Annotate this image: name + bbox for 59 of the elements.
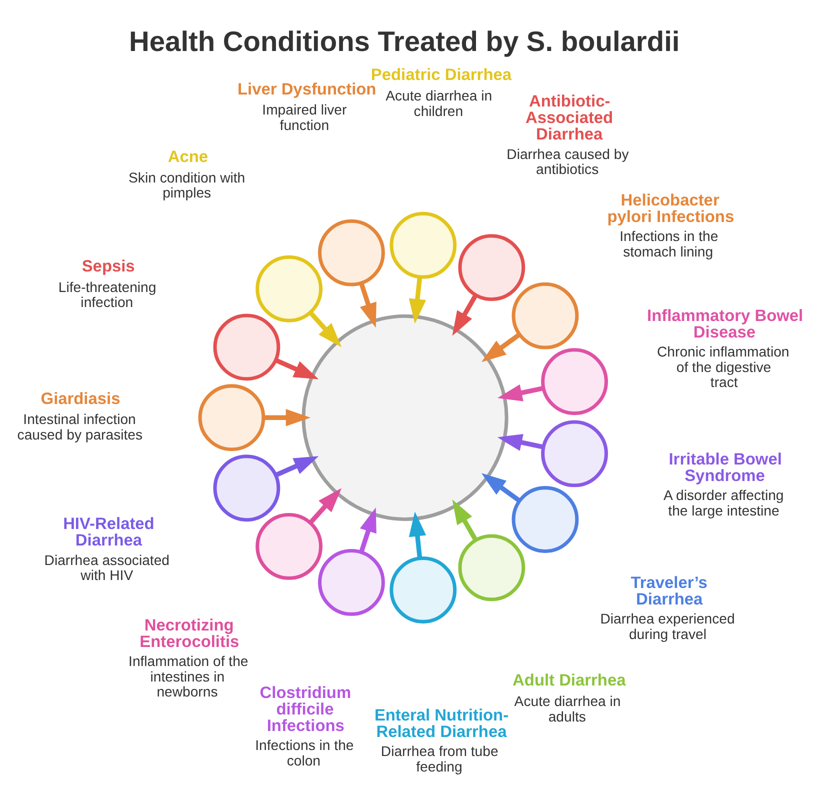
node-label: Inflammatory Bowel Disease	[647, 306, 804, 341]
arrow	[274, 456, 319, 477]
node-label: Adult Diarrhea	[512, 671, 626, 690]
node-circle	[541, 348, 608, 415]
arrow	[452, 293, 478, 336]
node-label: Helicobacter pylori Infections	[607, 190, 734, 226]
node-label: Antibiotic-Associated Diarrhea	[525, 92, 614, 144]
node-circle	[318, 218, 385, 286]
node-circle	[512, 486, 579, 552]
node-label: Enteral Nutrition-Related Diarrhea	[374, 706, 509, 740]
node-label: Acute diarrhea in adults	[514, 692, 621, 724]
node-circle	[512, 282, 579, 349]
node-circle	[213, 454, 280, 522]
node-label: Diarrhea from tube feeding	[380, 742, 498, 774]
node-label: Sepsis	[82, 256, 135, 275]
node-label: Giardiasis	[40, 389, 120, 408]
node-label: Traveler’s Diarrhea	[630, 574, 708, 608]
node-circle	[198, 384, 266, 451]
node-label: Chronic inflammation of the digestive tract	[657, 343, 790, 390]
node-circle	[458, 234, 526, 301]
arrow	[359, 506, 376, 552]
node-circle	[318, 548, 385, 616]
arrow	[481, 332, 521, 362]
node-label: Irritable Bowel Syndrome	[668, 450, 782, 484]
node-label: Clostridium difficile Infections	[260, 684, 352, 734]
arrow	[308, 488, 342, 524]
node-label: Acne	[168, 147, 208, 166]
arrow	[497, 433, 544, 450]
node-label: Impaired liver function	[262, 101, 347, 132]
node-circle	[458, 534, 526, 601]
node-label: Infections in the colon	[255, 736, 354, 768]
node-label: Diarrhea caused by antibiotics	[506, 145, 629, 177]
node-label: Diarrhea associated with HIV	[44, 551, 170, 583]
node-label: Life-threatening infection	[58, 278, 156, 310]
arrow	[497, 384, 544, 401]
node-circle	[256, 512, 323, 580]
node-label: Necrotizing Enterocolitis	[140, 616, 240, 650]
node-circle	[390, 556, 457, 623]
arrow	[264, 408, 311, 426]
diagram-title: Health Conditions Treated by S. boulardii	[129, 24, 680, 56]
node-label: Diarrhea experienced during travel	[600, 610, 735, 642]
arrow	[452, 498, 478, 541]
node-label: Acute diarrhea in children	[386, 87, 492, 118]
node-label: Intestinal infection caused by parasites	[17, 410, 143, 442]
node-label: HIV-Related Diarrhea	[63, 514, 154, 550]
node-circle	[213, 313, 280, 380]
node-circle	[256, 254, 323, 322]
arrow	[481, 472, 521, 502]
arrow	[408, 511, 426, 558]
node-label: Infections in the stomach lining	[620, 228, 718, 259]
arrow	[359, 282, 376, 328]
node-label: Skin condition with pimples	[128, 168, 246, 200]
node-label: Inflammation of the intestines in newborns	[128, 652, 248, 700]
node-circle	[390, 211, 457, 278]
arrow	[274, 357, 319, 379]
node-circle	[541, 420, 608, 487]
arrow	[408, 276, 426, 324]
arrow	[308, 310, 342, 347]
node-label: A disorder affecting the large intestine	[663, 486, 784, 518]
